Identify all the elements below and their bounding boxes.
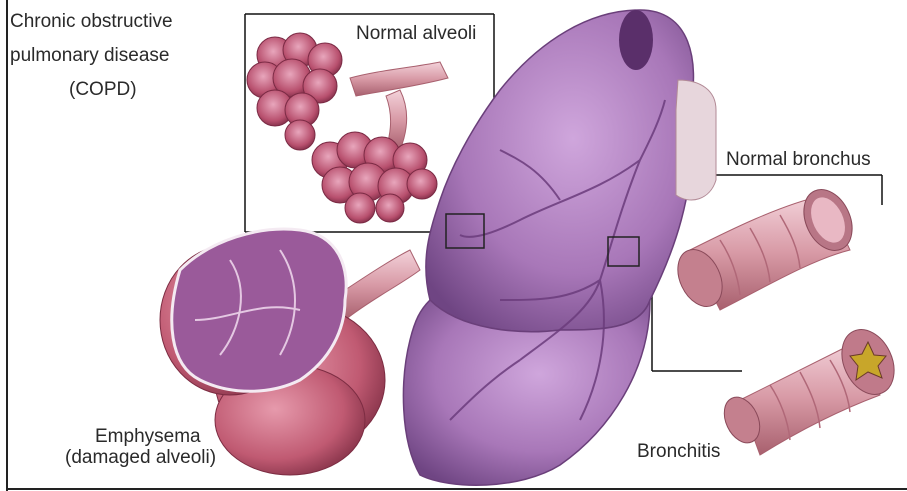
label-emphysema-sub: (damaged alveoli) [65,446,216,469]
label-normal-bronchus: Normal bronchus [726,148,871,171]
title-line-3: (COPD) [69,78,137,101]
lung-apex-opening [619,10,653,70]
trachea [676,80,716,200]
normal-alveoli-illustration [247,33,448,223]
label-bronchitis: Bronchitis [637,440,720,463]
title-line-1: Chronic obstructive [10,10,173,33]
bronchitis-illustration [717,321,904,455]
label-normal-alveoli: Normal alveoli [356,22,476,45]
title-line-2: pulmonary disease [10,44,169,67]
label-emphysema: Emphysema [95,425,201,448]
lung [403,10,693,485]
normal-bronchus-illustration [669,182,861,314]
lung-upper-lobe [426,10,694,332]
